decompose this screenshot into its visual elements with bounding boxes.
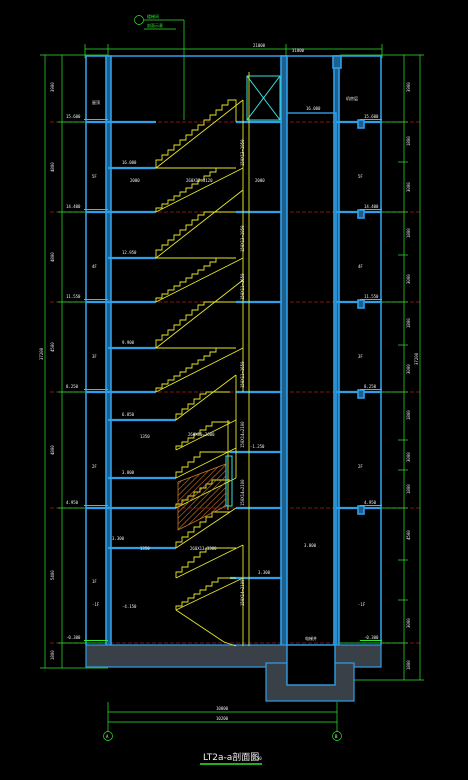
landing-width-1: 2000 [130, 178, 140, 183]
shaft-label: 电梯井 [305, 635, 317, 641]
top-dim-overall: 21000 [253, 43, 266, 48]
axis-label-a: A [106, 734, 109, 739]
axis-label-b: B [335, 734, 338, 739]
left-elev-3: 11.550 [66, 294, 81, 299]
cut-stair-hatch [177, 455, 233, 531]
right-seg-3: 3000 [406, 182, 411, 192]
floor-label-3f-right: 3F [358, 354, 363, 359]
flight-label-6: 150X14=2100 [240, 479, 245, 506]
run-label-2: 260X10=2600 [188, 432, 215, 437]
floor-label-1f-left: 1F [92, 579, 97, 584]
floor-label-3f-left: 3F [92, 354, 97, 359]
north-note-line2: 剖面示意 [147, 22, 163, 28]
right-seg-11: 4500 [406, 530, 411, 540]
right-seg-5: 3000 [406, 274, 411, 284]
floor-label-4f-left: 4F [92, 264, 97, 269]
stair-flights [155, 72, 250, 647]
left-seg-6: 5400 [50, 570, 55, 580]
landing-level-7: -4.150 [122, 604, 137, 609]
left-elev-4: 8.250 [66, 384, 79, 389]
left-seg-3: 4800 [50, 252, 55, 262]
north-note-line1: 楼梯间 [147, 13, 159, 19]
landing-width-2: 2000 [255, 178, 265, 183]
run-label-3: 260X13=3380 [190, 546, 217, 551]
floor-label-b1-left: -1F [92, 602, 100, 607]
flight-label-7: 150X14=2100 [240, 579, 245, 606]
right-seg-2: 1800 [406, 136, 411, 146]
right-elev-5: 4.950 [364, 500, 377, 505]
left-total: 37200 [39, 347, 44, 360]
right-elev-2: 14.400 [364, 204, 379, 209]
landing-width-3: 1350 [140, 434, 150, 439]
floor-label-2f-right: 2F [358, 464, 363, 469]
left-seg-4: 4500 [50, 342, 55, 352]
bottom-dim-inner: 10200 [216, 716, 229, 721]
machine-room-label: 机房层 [346, 95, 358, 101]
left-seg-1: 3900 [50, 82, 55, 92]
right-seg-8: 1800 [406, 410, 411, 420]
right-elev-6: 3.300 [258, 570, 271, 575]
floor-label-5f-right: 5F [358, 174, 363, 179]
landing-level-1: 16.000 [122, 160, 137, 165]
floor-label-2f-left: 2F [92, 464, 97, 469]
walls [85, 55, 382, 686]
floor-label-4f-right: 4F [358, 264, 363, 269]
drawing-title: LT2a-a剖面图 [203, 751, 259, 763]
landing-level-4: 6.850 [122, 412, 135, 417]
bottom-dim-outer: 10800 [216, 706, 229, 711]
left-dimension-chain [40, 54, 108, 669]
right-elev-1: 15.600 [364, 114, 379, 119]
right-elev-3: 11.550 [364, 294, 379, 299]
bottom-dimensions [103, 702, 342, 765]
flight-label-4: 150X11=1650 [240, 361, 245, 388]
drawing-scale: 1:50 [252, 756, 262, 761]
left-elev-7: -0.300 [66, 635, 81, 640]
right-seg-1: 3900 [406, 82, 411, 92]
shaft-top-level: 16.000 [306, 106, 321, 111]
right-seg-6: 1800 [406, 318, 411, 328]
landing-level-6: -1.250 [250, 444, 265, 449]
right-total: 37200 [414, 352, 419, 365]
right-seg-7: 3000 [406, 364, 411, 374]
right-dimension-chain [340, 54, 424, 681]
left-elev-5: 4.950 [66, 500, 79, 505]
section-marker [134, 15, 185, 120]
left-seg-5: 4800 [50, 445, 55, 455]
left-seg-7: 1800 [50, 650, 55, 660]
left-elev-6: 3.300 [112, 536, 125, 541]
flight-label-5: 150X14=2100 [240, 421, 245, 448]
left-seg-2: 4800 [50, 162, 55, 172]
floor-label-b1-right: -1F [358, 602, 366, 607]
run-label-1: 260X12=3120 [186, 178, 213, 183]
right-seg-12: 3000 [406, 618, 411, 628]
right-elev-7: -0.300 [364, 635, 379, 640]
right-elev-4: 8.250 [364, 384, 377, 389]
landing-level-5: 3.800 [122, 470, 135, 475]
foundation [85, 644, 382, 702]
right-seg-10: 1800 [406, 484, 411, 494]
left-elev-1: 15.600 [66, 114, 81, 119]
flight-label-1: 150X13=1950 [240, 139, 245, 166]
flight-label-2: 150X13=1950 [240, 225, 245, 252]
machine-room-box [246, 75, 281, 121]
right-seg-13: 1800 [406, 660, 411, 670]
right-seg-9: 3000 [406, 452, 411, 462]
roof-label: 屋顶 [92, 99, 100, 105]
level-markers [84, 119, 382, 641]
landing-level-3: 9.900 [122, 340, 135, 345]
flight-label-3: 150X11=1650 [240, 273, 245, 300]
top-dim-partial: 31800 [292, 48, 305, 53]
landing-width-4: 1350 [140, 546, 150, 551]
shaft-bottom-level: 3.800 [304, 543, 317, 548]
landing-level-2: 12.950 [122, 250, 137, 255]
floor-label-5f-left: 5F [92, 174, 97, 179]
left-elev-2: 14.400 [66, 204, 81, 209]
right-seg-4: 1800 [406, 228, 411, 238]
